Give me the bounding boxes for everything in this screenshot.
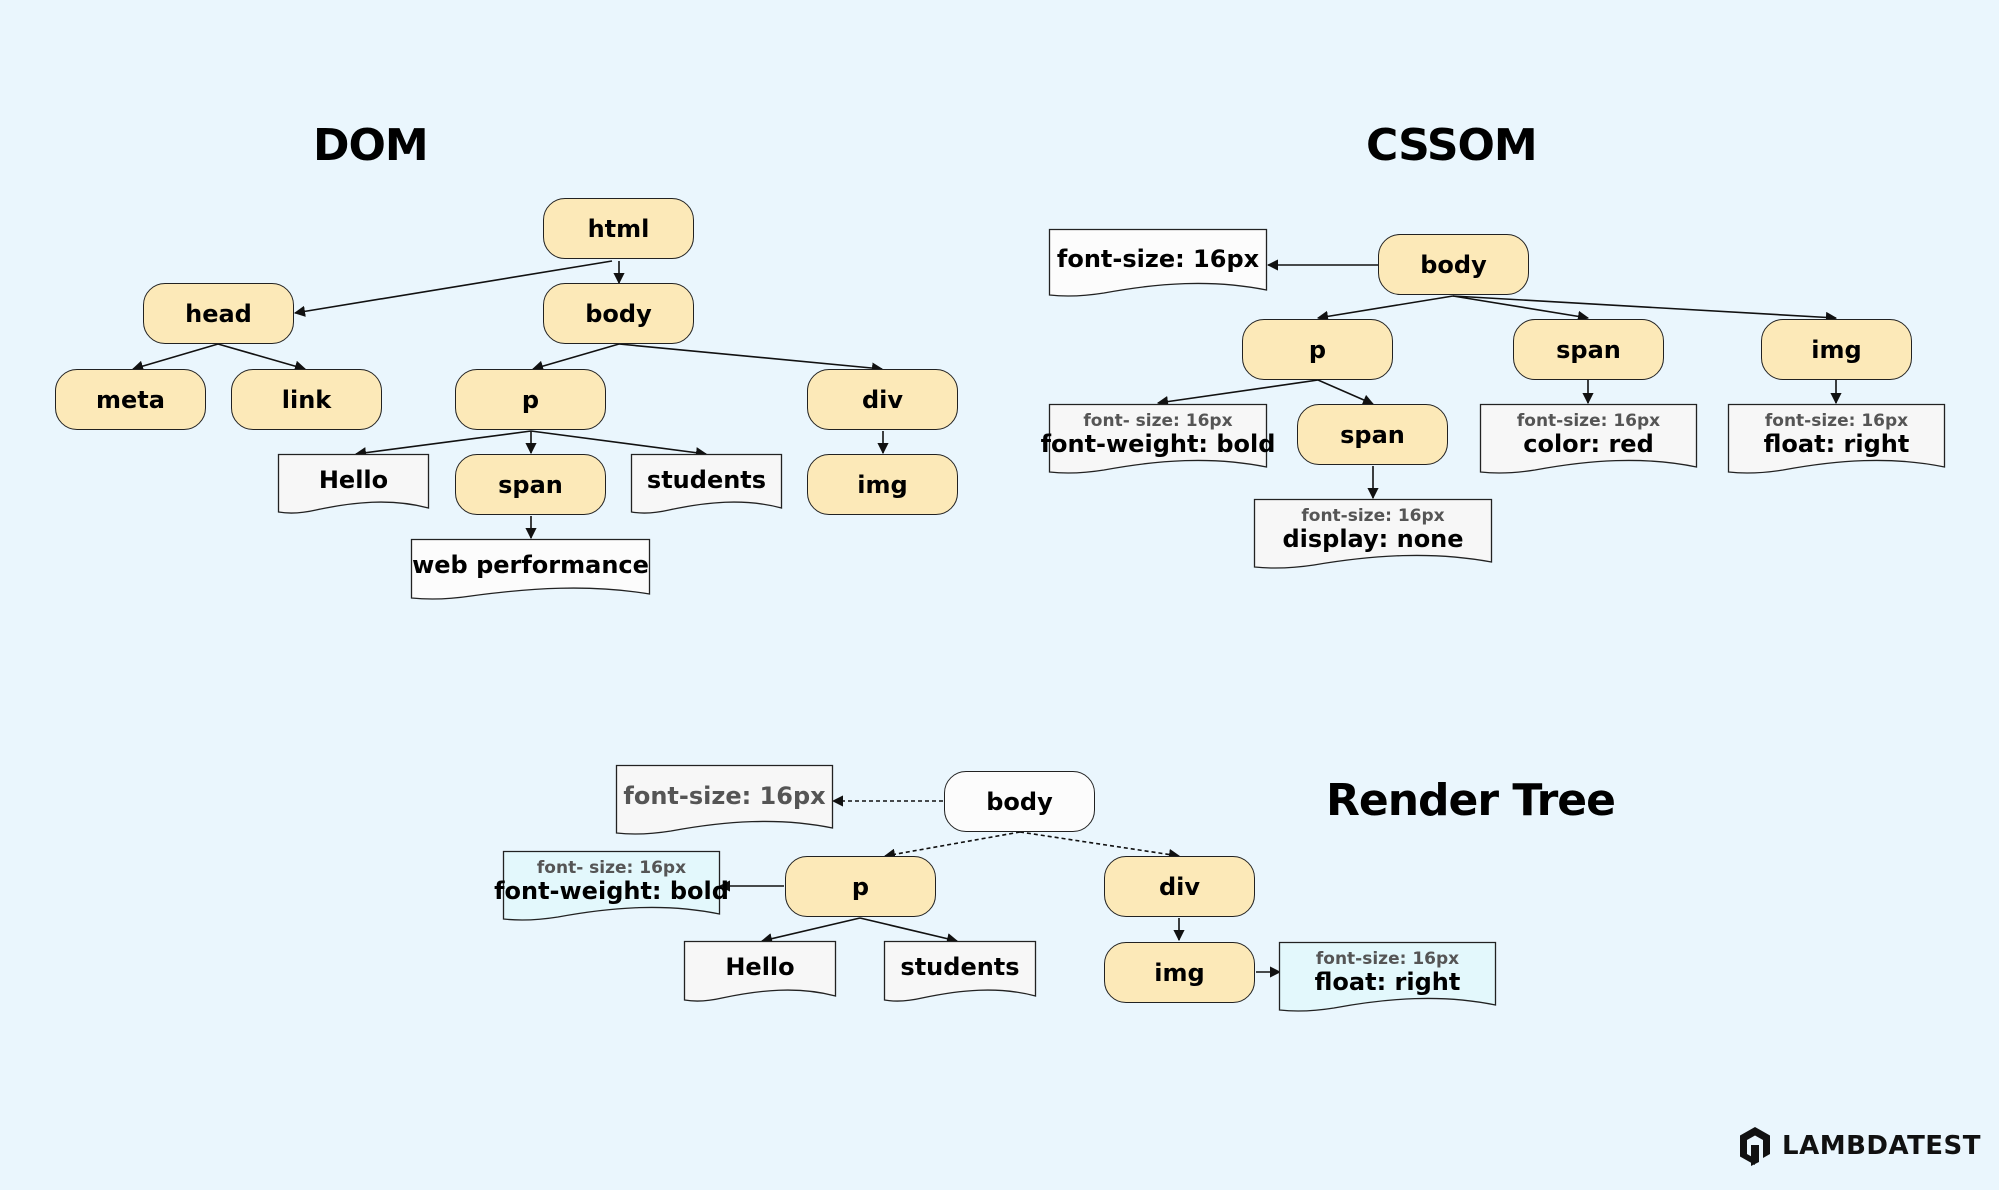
edge-render-p-hello <box>760 917 861 945</box>
edge-cssom-body-span <box>1452 295 1590 322</box>
cssom-p-span-style-main: display: none <box>1282 525 1464 554</box>
render-p-style: font- size: 16px font-weight: bold <box>494 850 729 924</box>
cssom-p-style-sub: font- size: 16px <box>1083 410 1233 431</box>
cssom-node-span: span <box>1513 319 1664 380</box>
edge-render-p-students <box>859 917 959 945</box>
render-node-img: img <box>1104 942 1255 1003</box>
cssom-span-style-sub: font-size: 16px <box>1516 410 1661 431</box>
dom-text-hello-label: Hello <box>318 465 389 494</box>
cssom-node-p-span: span <box>1297 404 1448 465</box>
cssom-span-style: font-size: 16px color: red <box>1479 403 1698 477</box>
cssom-span-style-main: color: red <box>1523 430 1654 459</box>
cssom-title: CSSOM <box>1366 120 1538 171</box>
render-tree-title: Render Tree <box>1326 775 1616 826</box>
edge-p-hello <box>354 430 532 459</box>
render-text-students-label: students <box>900 953 1020 982</box>
edge-body-p <box>531 343 620 372</box>
dom-node-div: div <box>807 369 958 430</box>
cssom-p-style: font- size: 16px font-weight: bold <box>1041 403 1275 477</box>
dom-text-web-performance: web performance <box>410 538 651 603</box>
edge-head-meta <box>131 343 219 372</box>
render-text-hello-label: Hello <box>725 953 795 982</box>
dom-node-span: span <box>455 454 606 515</box>
dom-node-head: head <box>143 283 294 344</box>
cssom-node-p: p <box>1242 319 1393 380</box>
brand-name: LAMBDATEST <box>1782 1131 1982 1161</box>
cssom-node-body: body <box>1378 234 1529 295</box>
dom-node-body: body <box>543 283 694 344</box>
cssom-img-style-sub: font-size: 16px <box>1764 410 1909 431</box>
render-body-style: font-size: 16px <box>615 764 834 838</box>
lambdatest-logo-icon <box>1740 1127 1770 1166</box>
cssom-p-style-main: font-weight: bold <box>1040 430 1276 459</box>
render-node-body: body <box>944 771 1095 832</box>
dom-text-students: students <box>630 453 783 517</box>
render-text-hello: Hello <box>683 940 837 1005</box>
dom-node-html: html <box>543 198 694 259</box>
edge-body-div <box>618 343 884 374</box>
cssom-node-img: img <box>1761 319 1912 380</box>
render-p-style-sub: font- size: 16px <box>536 857 687 878</box>
edge-render-body-p <box>883 831 1021 860</box>
dom-node-link: link <box>231 369 382 430</box>
dom-text-web-performance-label: web performance <box>412 551 649 580</box>
dom-text-students-label: students <box>646 465 767 494</box>
edge-cssom-p-span <box>1317 379 1375 406</box>
cssom-p-span-style-sub: font-size: 16px <box>1301 505 1445 526</box>
dom-text-hello: Hello <box>277 453 430 517</box>
cssom-img-style: font-size: 16px float: right <box>1727 403 1946 477</box>
render-img-style-sub: font-size: 16px <box>1315 948 1460 969</box>
edge-head-link <box>217 343 307 372</box>
render-p-style-main: font-weight: bold <box>494 877 729 906</box>
edge-render-body-div <box>1019 831 1181 861</box>
edge-cssom-p-style <box>1156 379 1319 408</box>
cssom-p-span-style: font-size: 16px display: none <box>1253 498 1493 572</box>
render-node-p: p <box>785 856 936 917</box>
brand: LAMBDATEST <box>1736 1124 1981 1168</box>
cssom-body-style-label: font-size: 16px <box>1056 244 1260 273</box>
dom-node-p: p <box>455 369 606 430</box>
render-node-div: div <box>1104 856 1255 917</box>
render-body-style-label: font-size: 16px <box>623 781 826 810</box>
render-text-students: students <box>883 940 1037 1005</box>
cssom-body-style: font-size: 16px <box>1048 228 1268 300</box>
render-img-style-main: float: right <box>1314 968 1461 997</box>
cssom-img-style-main: float: right <box>1763 430 1910 459</box>
dom-node-img: img <box>807 454 958 515</box>
dom-node-meta: meta <box>55 369 206 430</box>
dom-title: DOM <box>313 120 429 171</box>
edge-p-students <box>530 430 708 459</box>
edge-cssom-body-p <box>1316 295 1454 322</box>
render-img-style: font-size: 16px float: right <box>1278 941 1497 1015</box>
edge-cssom-body-img <box>1452 295 1838 324</box>
